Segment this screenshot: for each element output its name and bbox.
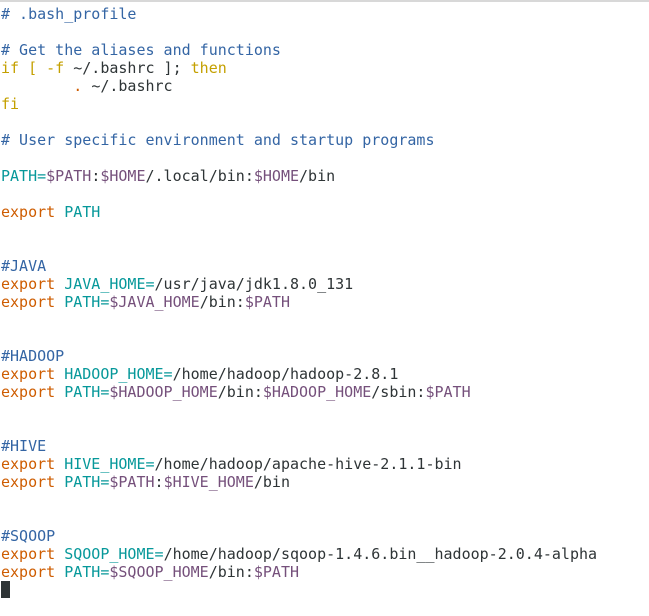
- source-path: ~/.bashrc: [91, 77, 173, 95]
- var-home: $HOME: [253, 167, 300, 185]
- code-line-16: export JAVA_HOME=/usr/java/jdk1.8.0_131: [1, 275, 353, 293]
- java-home-assign: JAVA_HOME=: [55, 275, 155, 293]
- code-line-31: export SQOOP_HOME=/home/hadoop/sqoop-1.4…: [1, 545, 597, 563]
- hive-home-value: /home/hadoop/apache-hive-2.1.1-bin: [154, 455, 462, 473]
- test-path: ~/.bashrc ];: [73, 59, 191, 77]
- code-line-17: export PATH=$JAVA_HOME/bin:$PATH: [1, 293, 290, 311]
- var-path: $PATH: [244, 293, 290, 311]
- var-hadoop-home: $HADOOP_HOME: [262, 383, 372, 401]
- var-sqoop-home: $SQOOP_HOME: [109, 563, 209, 581]
- code-line-20: #HADOOP: [1, 347, 65, 365]
- path-segment: /bin: [253, 473, 290, 491]
- var-path: $PATH: [253, 563, 300, 581]
- path-assign: PATH=: [55, 383, 110, 401]
- path-assign: PATH=: [55, 473, 110, 491]
- path-assign: PATH=: [55, 563, 110, 581]
- code-line-27: export PATH=$PATH:$HIVE_HOME/bin: [1, 473, 290, 491]
- keyword-export: export: [1, 473, 56, 491]
- source-dot: .: [1, 77, 92, 95]
- code-line-10: PATH=$PATH:$HOME/.local/bin:$HOME/bin: [1, 167, 335, 185]
- test-expression: [ -f: [19, 59, 74, 77]
- keyword-export: export: [1, 383, 56, 401]
- keyword-export: export: [1, 365, 56, 383]
- code-line-30: #SQOOP: [1, 527, 56, 545]
- path-assign: PATH=: [1, 167, 47, 185]
- editor-top-border: [0, 0, 649, 2]
- path-assign: PATH=: [55, 293, 110, 311]
- var-hive-home: $HIVE_HOME: [163, 473, 254, 491]
- path-segment: /bin:: [199, 293, 245, 311]
- separator: :: [91, 167, 101, 185]
- text-cursor: [1, 581, 10, 598]
- code-line-6: fi: [1, 95, 20, 113]
- hive-home-assign: HIVE_HOME=: [55, 455, 155, 473]
- code-line-4: if [ -f ~/.bashrc ]; then: [1, 59, 227, 77]
- path-segment: /bin:: [217, 383, 263, 401]
- keyword-export: export: [1, 293, 56, 311]
- code-line-8: # User specific environment and startup …: [1, 131, 435, 149]
- code-line-22: export PATH=$HADOOP_HOME/bin:$HADOOP_HOM…: [1, 383, 471, 401]
- keyword-export: export: [1, 563, 56, 581]
- keyword-then: then: [190, 59, 227, 77]
- code-line-3: # Get the aliases and functions: [1, 41, 281, 59]
- java-home-value: /usr/java/jdk1.8.0_131: [154, 275, 354, 293]
- keyword-if: if: [1, 59, 20, 77]
- path-segment: /bin: [299, 167, 336, 185]
- export-name: PATH: [55, 203, 101, 221]
- keyword-export: export: [1, 455, 56, 473]
- hadoop-home-value: /home/hadoop/hadoop-2.8.1: [172, 365, 399, 383]
- keyword-export: export: [1, 203, 56, 221]
- var-java-home: $JAVA_HOME: [109, 293, 200, 311]
- keyword-export: export: [1, 545, 56, 563]
- code-line-32: export PATH=$SQOOP_HOME/bin:$PATH: [1, 563, 299, 581]
- separator: :: [154, 473, 164, 491]
- path-segment: /bin:: [208, 563, 254, 581]
- path-segment: /sbin:: [371, 383, 426, 401]
- path-segment: /.local/bin:: [145, 167, 254, 185]
- var-path: $PATH: [109, 473, 155, 491]
- code-line-21: export HADOOP_HOME=/home/hadoop/hadoop-2…: [1, 365, 398, 383]
- var-path: $PATH: [425, 383, 471, 401]
- code-line-12: export PATH: [1, 203, 100, 221]
- code-line-26: export HIVE_HOME=/home/hadoop/apache-hiv…: [1, 455, 462, 473]
- sqoop-home-assign: SQOOP_HOME=: [55, 545, 164, 563]
- keyword-export: export: [1, 275, 56, 293]
- sqoop-home-value: /home/hadoop/sqoop-1.4.6.bin__hadoop-2.0…: [163, 545, 598, 563]
- var-home: $HOME: [100, 167, 146, 185]
- code-line-25: #HIVE: [1, 437, 47, 455]
- code-line-1: # .bash_profile: [1, 5, 137, 23]
- var-hadoop-home: $HADOOP_HOME: [109, 383, 218, 401]
- code-line-5: . ~/.bashrc: [1, 77, 173, 95]
- code-line-15: #JAVA: [1, 257, 47, 275]
- hadoop-home-assign: HADOOP_HOME=: [55, 365, 173, 383]
- var-path: $PATH: [46, 167, 92, 185]
